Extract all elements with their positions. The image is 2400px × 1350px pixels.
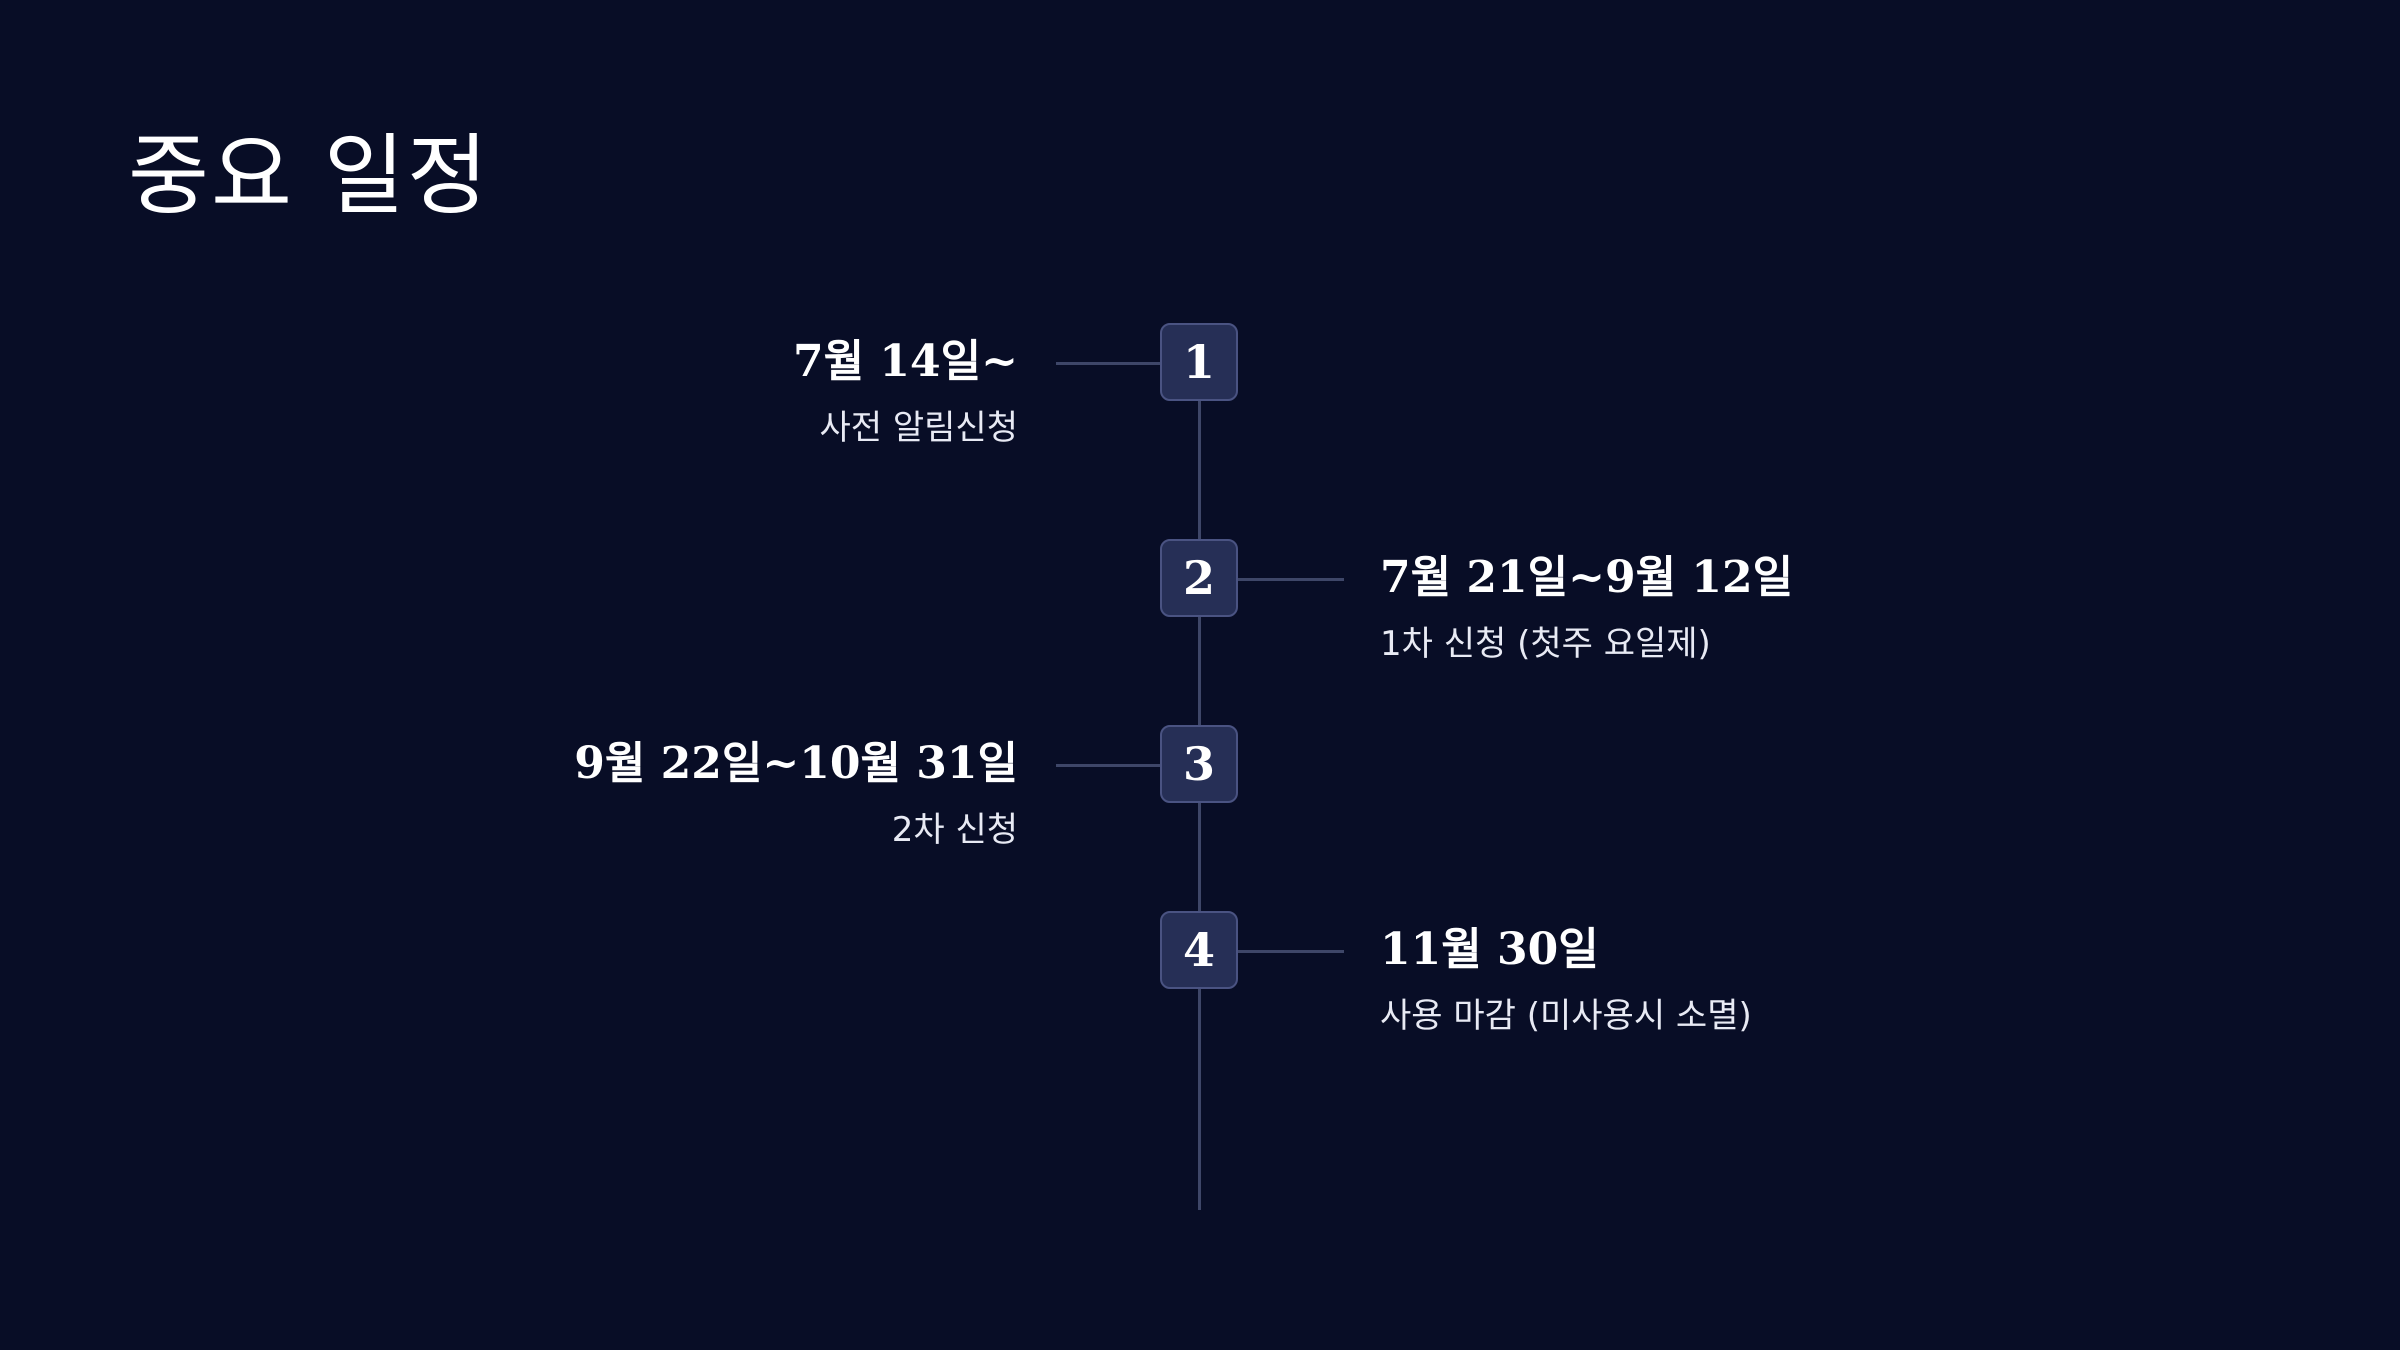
- step-marker-2: 2: [1160, 539, 1238, 617]
- event-description: 1차 신청 (첫주 요일제): [1380, 624, 1711, 664]
- step-marker-4: 4: [1160, 911, 1238, 989]
- connector-1: [1056, 362, 1164, 365]
- timeline-event-2: 7월 21일~9월 12일 1차 신청 (첫주 요일제): [1380, 551, 2100, 665]
- event-date: 11월 30일: [1380, 924, 1599, 975]
- step-marker-1: 1: [1160, 323, 1238, 401]
- event-description: 사용 마감 (미사용시 소멸): [1380, 996, 1752, 1036]
- connector-3: [1056, 764, 1164, 767]
- timeline-event-1: 7월 14일~ 사전 알림신청: [298, 335, 1018, 449]
- timeline-event-3: 9월 22일~10월 31일 2차 신청: [298, 737, 1018, 851]
- event-description: 2차 신청: [891, 810, 1018, 850]
- page-title: 중요 일정: [128, 124, 490, 227]
- step-marker-3: 3: [1160, 725, 1238, 803]
- timeline-axis: [1198, 400, 1201, 1210]
- event-description: 사전 알림신청: [819, 408, 1019, 448]
- connector-4: [1236, 950, 1344, 953]
- event-date: 7월 21일~9월 12일: [1380, 552, 1794, 603]
- connector-2: [1236, 578, 1344, 581]
- timeline-event-4: 11월 30일 사용 마감 (미사용시 소멸): [1380, 923, 2100, 1037]
- event-date: 9월 22일~10월 31일: [574, 738, 1018, 789]
- event-date: 7월 14일~: [793, 336, 1018, 387]
